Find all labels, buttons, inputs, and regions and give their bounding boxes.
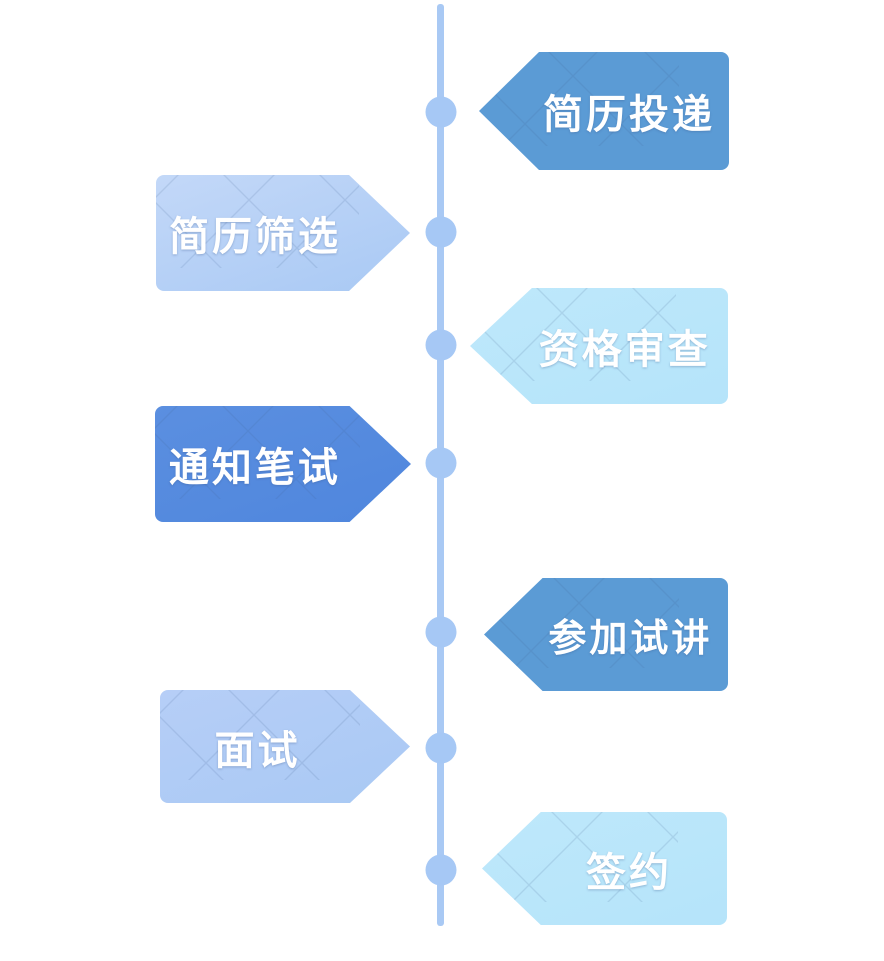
diamond-texture-icon xyxy=(160,690,360,781)
flow-step-label: 简历投递 xyxy=(543,93,715,137)
timeline-dot-4[interactable] xyxy=(425,447,457,479)
flow-step-label: 资格审查 xyxy=(538,328,711,372)
flow-step-label: 面试 xyxy=(214,728,301,773)
timeline-dot-7[interactable] xyxy=(425,854,457,886)
flow-step-3[interactable]: 资格审查 xyxy=(470,288,728,404)
flow-step-5[interactable]: 参加试讲 xyxy=(484,578,728,691)
timeline-dot-5[interactable] xyxy=(425,616,457,648)
diamond-texture-icon xyxy=(156,175,360,268)
flow-step-label: 通知笔试 xyxy=(168,446,341,490)
chevron-shape-left xyxy=(482,812,727,925)
chevron-shape-right xyxy=(156,175,410,291)
chevron-shape-left xyxy=(470,288,728,404)
flow-step-label: 参加试讲 xyxy=(548,618,713,660)
flow-step-4[interactable]: 通知笔试 xyxy=(155,406,411,522)
timeline-dot-3[interactable] xyxy=(425,329,457,361)
diamond-texture-icon xyxy=(155,406,360,499)
flow-step-7[interactable]: 签约 xyxy=(482,812,727,925)
chevron-shape-left xyxy=(484,578,728,691)
timeline-dot-2[interactable] xyxy=(425,216,457,248)
flow-step-2[interactable]: 简历筛选 xyxy=(156,175,410,291)
timeline-dot-6[interactable] xyxy=(425,732,457,764)
chevron-shape-right xyxy=(155,406,411,522)
flow-step-6[interactable]: 面试 xyxy=(160,690,410,803)
timeline-dot-1[interactable] xyxy=(425,96,457,128)
flow-step-label: 简历筛选 xyxy=(169,215,342,259)
flow-step-1[interactable]: 简历投递 xyxy=(479,52,729,170)
chevron-shape-right xyxy=(160,690,410,803)
flow-step-label: 签约 xyxy=(586,850,672,895)
chevron-shape-left xyxy=(479,52,729,170)
